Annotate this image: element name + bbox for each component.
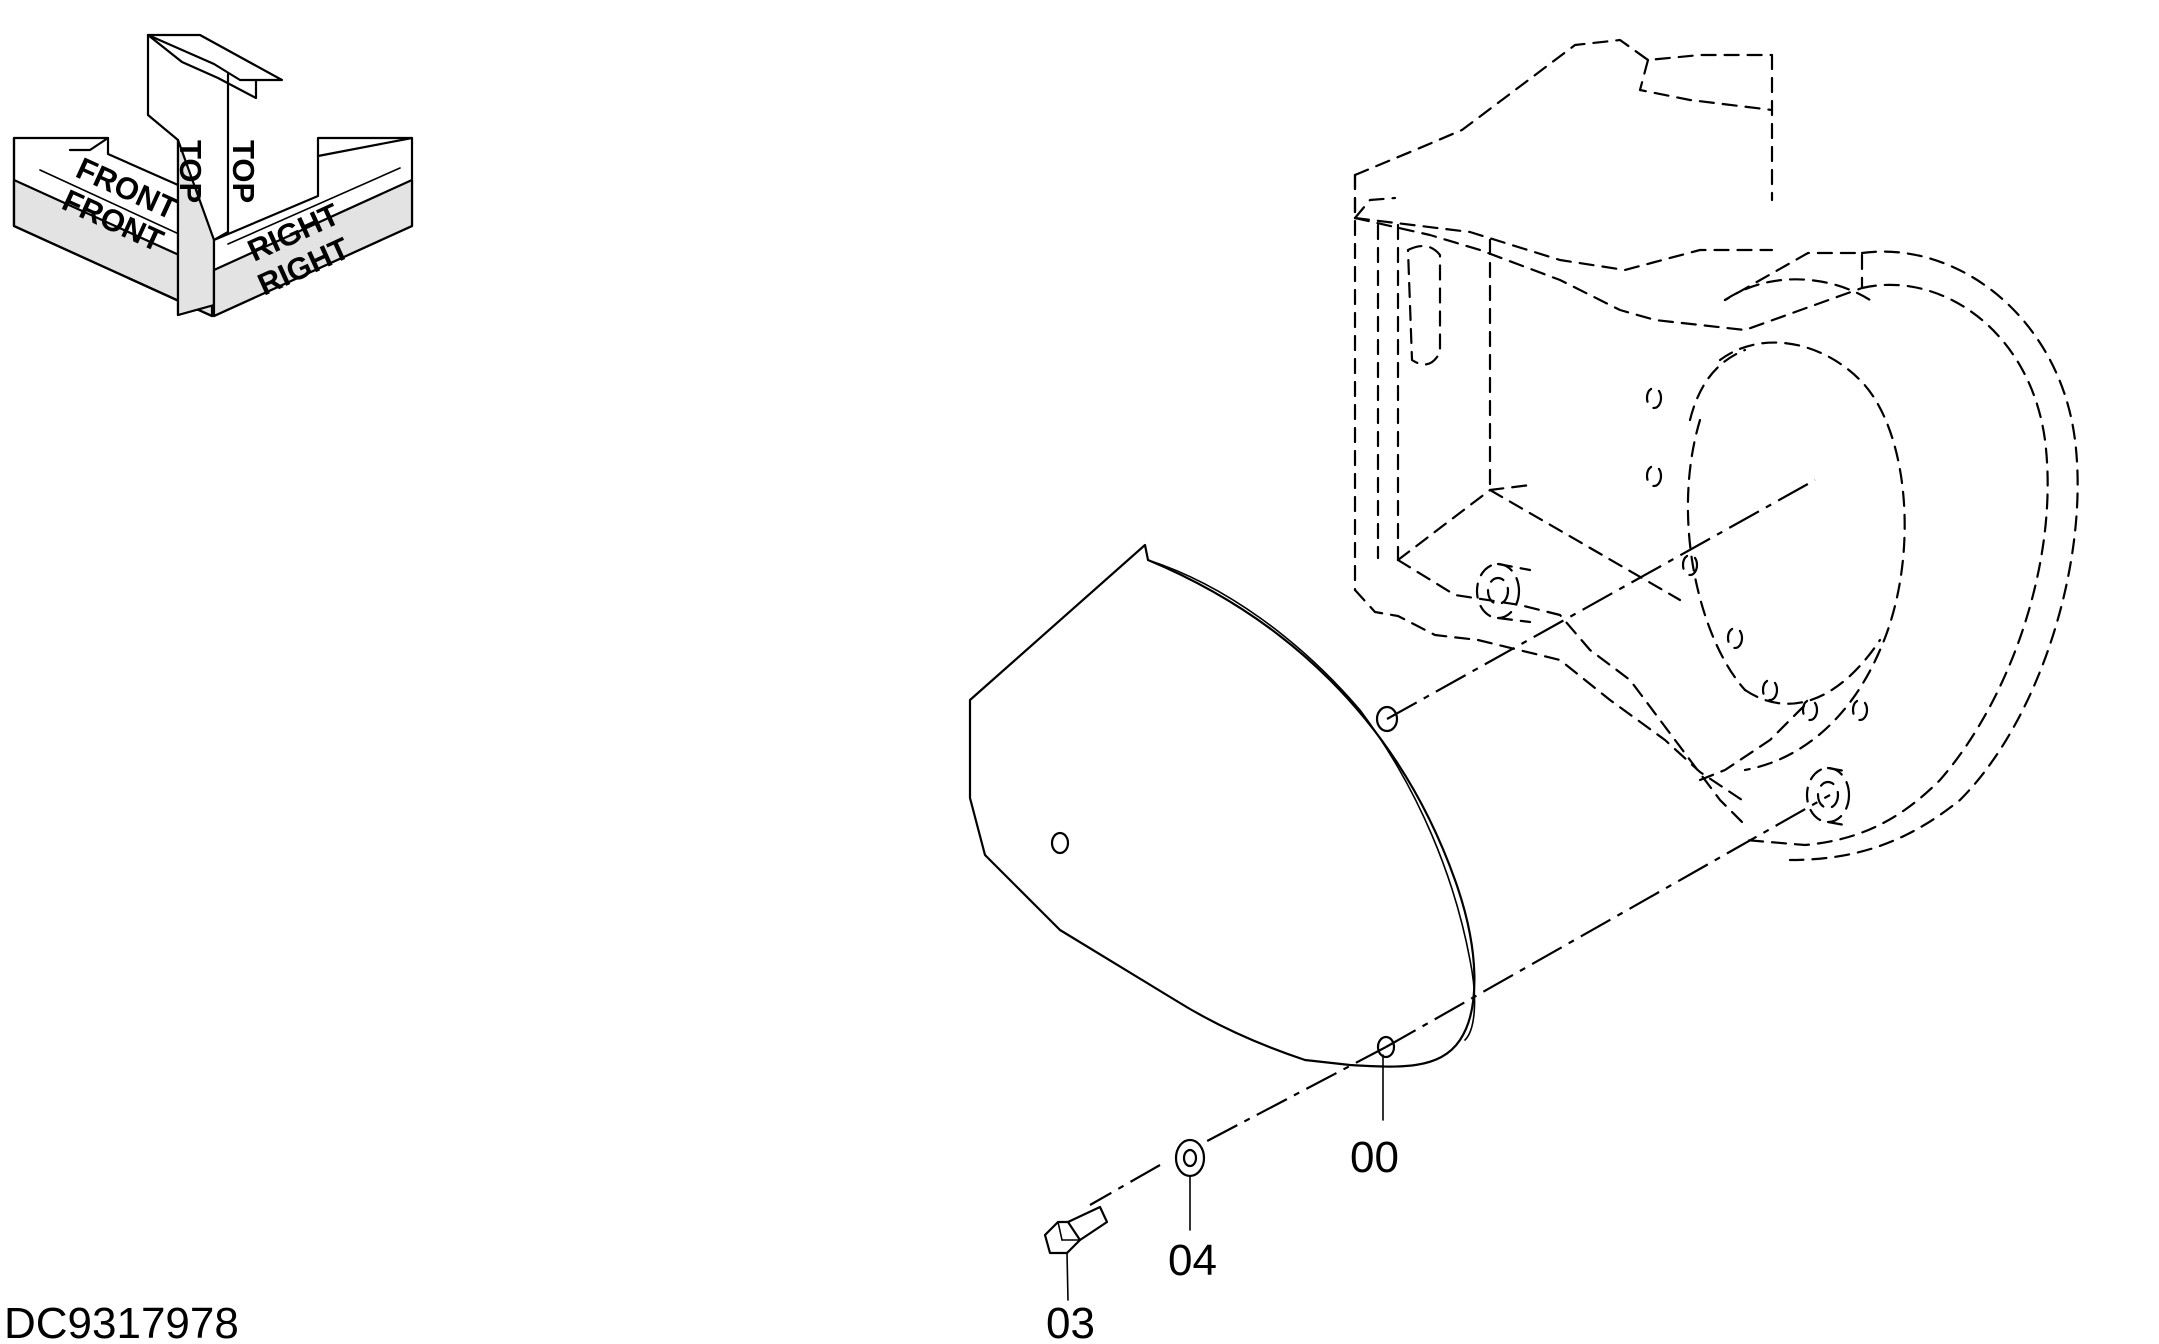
cover-hole-upper <box>1375 705 1399 733</box>
housing-boss-lower <box>1805 766 1852 828</box>
part-label-04[interactable]: 04 <box>1168 1236 1217 1285</box>
cover-plate[interactable] <box>968 543 1476 1068</box>
drawing-id: DC9317978 <box>4 1299 239 1344</box>
housing-boss-upper <box>1475 562 1532 624</box>
right-arrow: RIGHT RIGHT <box>212 136 414 318</box>
assembly-center-lines <box>1089 479 1831 1206</box>
cover-hole-lower <box>1376 1035 1396 1059</box>
top-arrow: TOP TOP <box>146 33 284 317</box>
part-label-00[interactable]: 00 <box>1350 1133 1399 1182</box>
part-label-03[interactable]: 03 <box>1046 1299 1095 1344</box>
bolt[interactable] <box>1043 1205 1109 1301</box>
top-label-1: TOP <box>173 140 208 203</box>
top-label-2: TOP <box>226 140 261 203</box>
housing-phantom-outline <box>1353 38 2079 862</box>
washer[interactable] <box>1174 1138 1206 1231</box>
leader-03 <box>1066 1252 1069 1301</box>
cover-hole-left <box>1050 831 1070 855</box>
orientation-indicator: FRONT FRONT TOP TOP RIGHT RIGHT <box>12 33 414 318</box>
flange-bolt-holes <box>1645 386 1869 722</box>
